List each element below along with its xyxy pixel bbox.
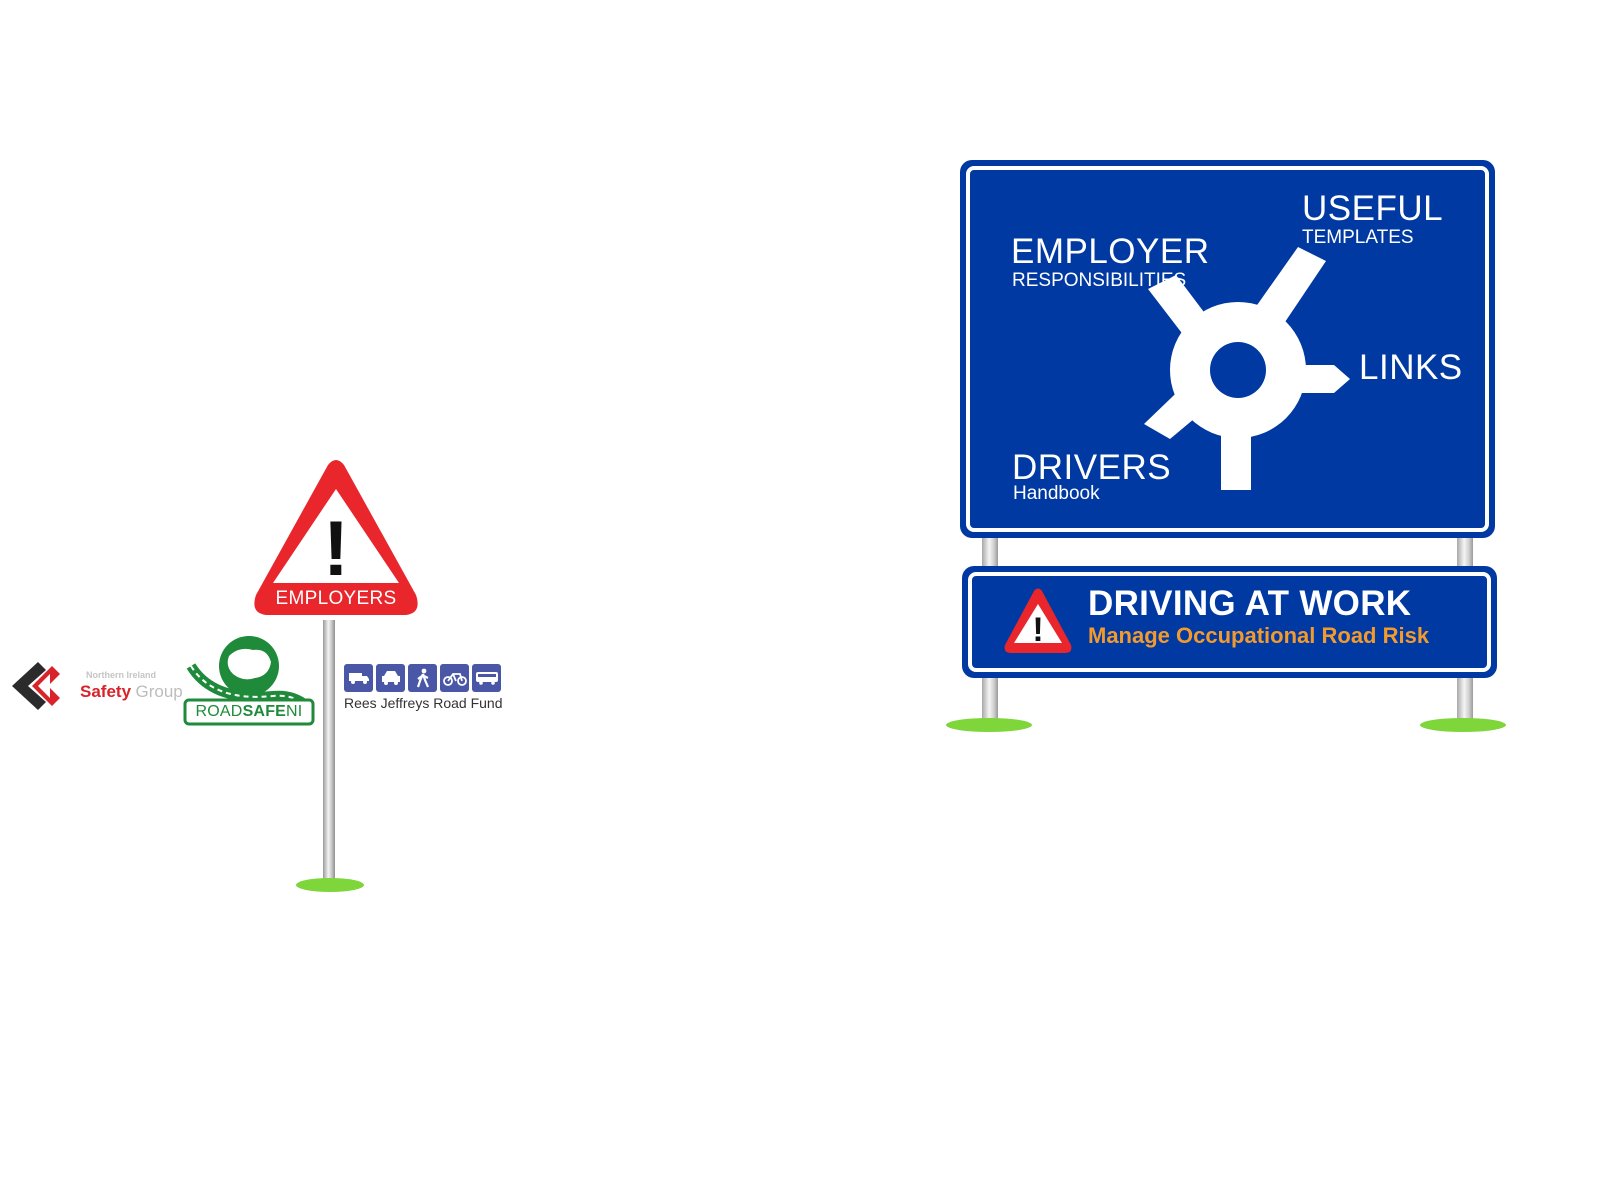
nisg-line1: Northern Ireland: [86, 670, 157, 680]
exclamation-mark: !: [323, 504, 349, 592]
nisg-safety-word: Safety: [80, 682, 132, 701]
rees-jeffreys-caption: Rees Jeffreys Road Fund: [344, 695, 503, 711]
direction-sign: EMPLOYER RESPONSIBILITIES USEFUL TEMPLAT…: [960, 160, 1495, 538]
warning-sign-pole: [323, 620, 335, 885]
pedestrian-icon: [408, 664, 437, 692]
svg-text:!: !: [1032, 611, 1043, 649]
roundabout-icon: [1144, 247, 1350, 490]
rsni-ni: NI: [286, 703, 303, 720]
useful-subtitle[interactable]: TEMPLATES: [1302, 227, 1414, 248]
rees-jeffreys-logo[interactable]: Rees Jeffreys Road Fund: [344, 664, 509, 714]
road-safe-ni-logo[interactable]: ROADSAFENI: [183, 632, 315, 728]
drivers-title[interactable]: DRIVERS: [1012, 448, 1172, 487]
car-icon: [376, 664, 405, 692]
driving-at-work-subtitle: Manage Occupational Road Risk: [1088, 623, 1430, 648]
driving-at-work-title: DRIVING AT WORK: [1088, 584, 1412, 623]
employers-warning-sign[interactable]: ! EMPLOYERS: [246, 455, 426, 905]
links-title[interactable]: LINKS: [1359, 348, 1463, 387]
employer-title[interactable]: EMPLOYER: [1011, 232, 1210, 271]
drivers-subtitle[interactable]: Handbook: [1013, 483, 1100, 504]
grass-tuft-right-2: [1420, 718, 1506, 732]
bus-icon: [472, 664, 501, 692]
rsni-road: ROAD: [195, 703, 243, 720]
employers-label: EMPLOYERS: [275, 588, 397, 609]
rsni-safe: SAFE: [242, 703, 287, 720]
grass-tuft-right-1: [946, 718, 1032, 732]
bicycle-icon: [440, 664, 469, 692]
northern-ireland-map-icon: [183, 636, 315, 726]
nisg-group-word: Group: [135, 682, 183, 701]
warning-triangle-icon: !: [254, 460, 418, 615]
useful-title[interactable]: USEFUL: [1302, 189, 1444, 228]
grass-tuft-left: [296, 878, 364, 892]
nisg-logo[interactable]: Northern Ireland Safety Group: [8, 658, 183, 714]
employer-subtitle[interactable]: RESPONSIBILITIES: [1012, 270, 1187, 291]
warning-triangle-icon: !: [1004, 588, 1072, 653]
driving-at-work-board[interactable]: ! DRIVING AT WORK Manage Occupational Ro…: [962, 566, 1497, 678]
chevron-logo-icon: [12, 662, 60, 710]
van-icon: [344, 664, 373, 692]
